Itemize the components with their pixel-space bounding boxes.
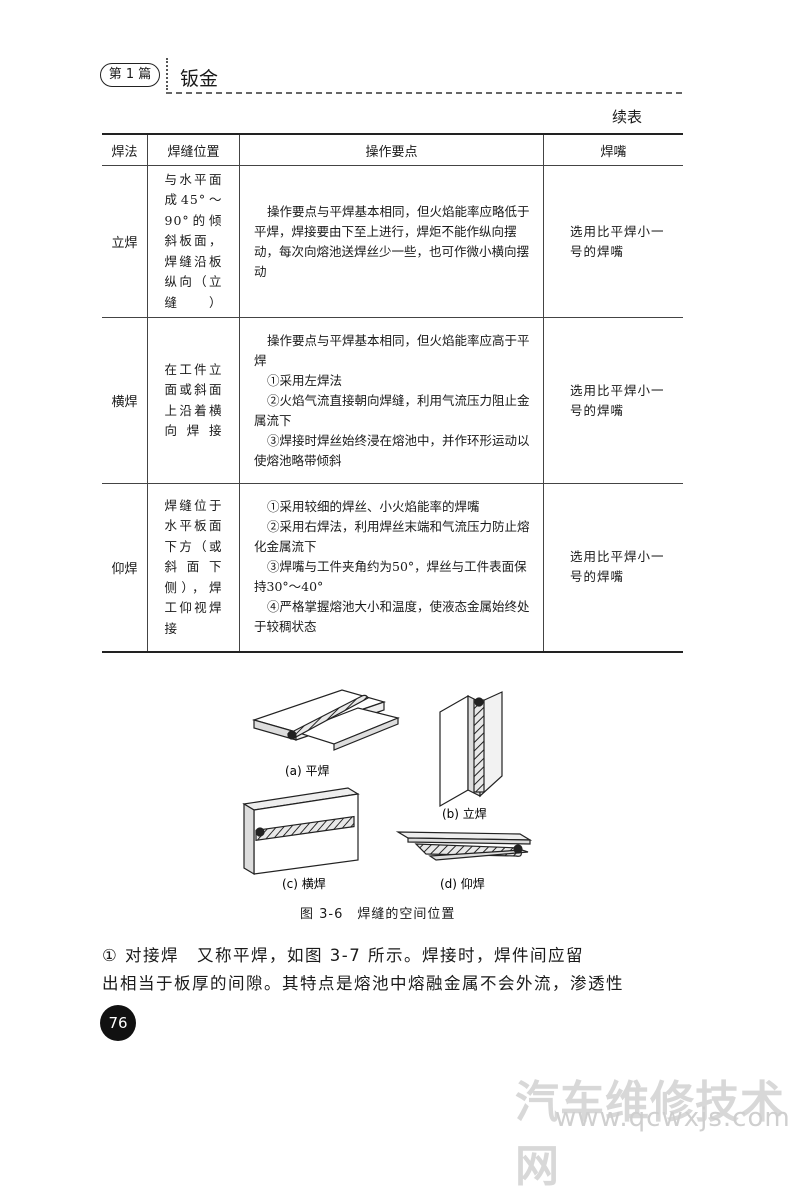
header-separator — [166, 58, 168, 90]
table-row: 立焊 与水平面成45°～90°的倾斜板面，焊缝沿板纵向（立缝） 操作要点与平焊基… — [102, 165, 683, 318]
vertical-weld-illustration — [439, 691, 503, 808]
figure-caption-b: (b) 立焊 — [442, 806, 487, 821]
position-text: 焊缝位于水平板面下方（或斜面下侧），焊工仰视焊接 — [164, 497, 223, 636]
table-header-row: 焊法 焊缝位置 操作要点 焊嘴 — [102, 134, 683, 166]
body-paragraph-line: ① 对接焊 又称平焊，如图 3-7 所示。焊接时，焊件间应留 — [102, 946, 584, 965]
operation-cell: 操作要点与平焊基本相同，但火焰能率应高于平焊 ①采用左焊法 ②火焰气流直接朝向焊… — [239, 317, 544, 484]
chapter-title: 钣金 — [180, 68, 219, 90]
operation-text: 操作要点与平焊基本相同，但火焰能率应高于平焊 — [254, 332, 530, 368]
body-paragraph-line: 出相当于板厚的间隙。其特点是熔池中熔融金属不会外流，渗透性 — [102, 974, 624, 993]
nozzle-cell: 选用比平焊小一号的焊嘴 — [543, 317, 683, 484]
position-text: 与水平面成45°～90°的倾斜板面，焊缝沿板纵向（立缝） — [164, 171, 223, 310]
operation-text: ①采用较细的焊丝、小火焰能率的焊嘴 — [267, 499, 480, 515]
operation-text: ②火焰气流直接朝向焊缝，利用气流压力阻止金属流下 — [254, 392, 530, 428]
column-header-method: 焊法 — [102, 134, 148, 166]
table-row: 横焊 在工件立面或斜面上沿着横向焊接 操作要点与平焊基本相同，但火焰能率应高于平… — [102, 317, 683, 484]
overhead-weld-illustration — [395, 831, 533, 861]
operation-text: 操作要点与平焊基本相同，但火焰能率应略低于平焊，焊接要由下至上进行，焊炬不能作纵… — [254, 203, 530, 279]
position-cell: 焊缝位于水平板面下方（或斜面下侧），焊工仰视焊接 — [147, 483, 240, 652]
figure-title: 图 3-6 焊缝的空间位置 — [300, 907, 456, 922]
welding-positions-table: 焊法 焊缝位置 操作要点 焊嘴 立焊 与水平面成45°～90°的倾斜板面，焊缝沿… — [102, 133, 683, 653]
operation-text: ②采用右焊法，利用焊丝末端和气流压力防止熔化金属流下 — [254, 519, 530, 555]
method-cell: 仰焊 — [102, 483, 148, 652]
nozzle-cell: 选用比平焊小一号的焊嘴 — [543, 165, 683, 318]
operation-cell: 操作要点与平焊基本相同，但火焰能率应略低于平焊，焊接要由下至上进行，焊炬不能作纵… — [239, 165, 544, 318]
operation-text: ③焊嘴与工件夹角约为50°，焊丝与工件表面保持30°～40° — [254, 559, 527, 595]
nozzle-text: 选用比平焊小一号的焊嘴 — [570, 223, 665, 259]
column-header-nozzle: 焊嘴 — [543, 134, 683, 166]
weld-positions-figure: (a) 平焊 (b) 立焊 (c) 横焊 (d) 仰焊 — [242, 689, 533, 891]
figure-caption-c: (c) 横焊 — [282, 876, 326, 891]
table-continued-label: 续表 — [612, 108, 643, 126]
watermark-url: www.qcwxjs.com — [555, 1103, 790, 1133]
figure-caption-d: (d) 仰焊 — [440, 876, 485, 891]
operation-text: ③焊接时焊丝始终浸在熔池中，并作环形运动以使熔池略带倾斜 — [254, 432, 530, 468]
page-number: 76 — [100, 1005, 136, 1041]
operation-text: ④严格掌握熔池大小和温度，使液态金属始终处于较稠状态 — [254, 599, 530, 635]
flat-weld-illustration — [251, 689, 400, 751]
nozzle-cell: 选用比平焊小一号的焊嘴 — [543, 483, 683, 652]
horizontal-weld-illustration — [242, 787, 360, 876]
column-header-position: 焊缝位置 — [147, 134, 240, 166]
nozzle-text: 选用比平焊小一号的焊嘴 — [570, 549, 665, 585]
position-cell: 与水平面成45°～90°的倾斜板面，焊缝沿板纵向（立缝） — [147, 165, 240, 318]
position-cell: 在工件立面或斜面上沿着横向焊接 — [147, 317, 240, 484]
figure-caption-a: (a) 平焊 — [285, 763, 330, 778]
header-dashed-rule — [166, 92, 682, 94]
operation-cell: ①采用较细的焊丝、小火焰能率的焊嘴 ②采用右焊法，利用焊丝末端和气流压力防止熔化… — [239, 483, 544, 652]
method-cell: 横焊 — [102, 317, 148, 484]
operation-text: ①采用左焊法 — [267, 372, 343, 388]
nozzle-text: 选用比平焊小一号的焊嘴 — [570, 382, 665, 418]
chapter-badge: 第 1 篇 — [100, 63, 160, 87]
column-header-operation: 操作要点 — [239, 134, 544, 166]
position-text: 在工件立面或斜面上沿着横向焊接 — [164, 361, 223, 439]
table-row: 仰焊 焊缝位于水平板面下方（或斜面下侧），焊工仰视焊接 ①采用较细的焊丝、小火焰… — [102, 483, 683, 652]
method-cell: 立焊 — [102, 165, 148, 318]
